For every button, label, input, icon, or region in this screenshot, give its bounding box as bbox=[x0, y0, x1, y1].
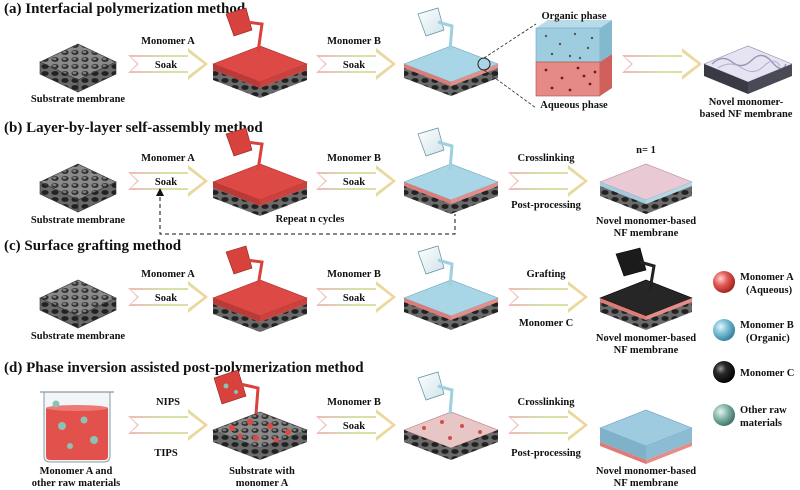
arrow-d1-bottom: TIPS bbox=[154, 448, 178, 459]
pitcher-icon bbox=[417, 7, 454, 51]
pitcher-icon bbox=[225, 127, 264, 171]
result-label-a-2: based NF membrane bbox=[700, 109, 793, 120]
arrow-d1 bbox=[128, 409, 208, 441]
result-membrane-b bbox=[599, 163, 693, 214]
result-label-d-1: Novel monomer-based bbox=[596, 466, 696, 477]
result-label-d-2: NF membrane bbox=[614, 478, 679, 489]
section-d-title: (d) Phase inversion assisted post-polyme… bbox=[4, 360, 364, 376]
arrow-a2 bbox=[316, 48, 396, 80]
arrow-d2-bottom: Soak bbox=[343, 421, 365, 432]
result-membrane-d bbox=[599, 409, 693, 464]
arrow-a3 bbox=[622, 48, 702, 80]
arrow-d2 bbox=[316, 409, 396, 441]
section-a-title: (a) Interfacial polymerization method bbox=[4, 1, 246, 17]
arrow-d3 bbox=[508, 409, 588, 441]
beaker-icon bbox=[40, 391, 114, 463]
result-label-a-1: Novel monomer- bbox=[709, 97, 784, 108]
legend-b-2: (Organic) bbox=[746, 333, 790, 344]
arrow-c2 bbox=[316, 281, 396, 313]
result-label-b-1: Novel monomer-based bbox=[596, 216, 696, 227]
arrow-c3-bottom: Monomer C bbox=[519, 318, 573, 329]
membrane-monomer-a-c bbox=[212, 279, 308, 332]
arrow-a1 bbox=[128, 48, 208, 80]
arrow-b1-top: Monomer A bbox=[141, 153, 195, 164]
arrow-a1-top: Monomer A bbox=[141, 36, 195, 47]
pitcher-icon bbox=[225, 245, 264, 287]
arrow-b2-top: Monomer B bbox=[327, 153, 381, 164]
arrow-b3-top: Crosslinking bbox=[518, 153, 576, 164]
arrow-d1-top: NIPS bbox=[156, 397, 180, 408]
legend-c-1: Monomer C bbox=[740, 368, 794, 379]
membrane-monomer-b-a bbox=[403, 45, 499, 96]
substrate-label-c: Substrate membrane bbox=[31, 331, 126, 342]
arrow-d2-top: Monomer B bbox=[327, 397, 381, 408]
substrate-membrane-c bbox=[39, 279, 117, 329]
arrow-c2-top: Monomer B bbox=[327, 269, 381, 280]
legend-a-2: (Aqueous) bbox=[746, 285, 793, 296]
arrow-c1-top: Monomer A bbox=[141, 269, 195, 280]
result-membrane-c bbox=[599, 279, 693, 330]
legend-raw-1: Other raw bbox=[740, 405, 787, 416]
result-label-c-2: NF membrane bbox=[614, 345, 679, 356]
beaker-label-1: Monomer A and bbox=[40, 466, 113, 477]
arrow-c1-bottom: Soak bbox=[155, 293, 177, 304]
monomer-b-ball-icon bbox=[713, 319, 735, 341]
monomer-c-ball-icon bbox=[713, 361, 735, 383]
membrane-monomer-b-b bbox=[403, 163, 499, 214]
substrate-membrane-a bbox=[39, 43, 117, 93]
arrow-b1-bottom: Soak bbox=[155, 177, 177, 188]
substrate-monomer-label-1: Substrate with bbox=[229, 466, 295, 477]
arrow-b2-bottom: Soak bbox=[343, 177, 365, 188]
arrow-a2-top: Monomer B bbox=[327, 36, 381, 47]
legend-a-1: Monomer A bbox=[740, 272, 794, 283]
arrow-b1 bbox=[128, 165, 208, 197]
arrow-c1 bbox=[128, 281, 208, 313]
substrate-monomer-label-2: monomer A bbox=[236, 478, 289, 489]
arrow-b2 bbox=[316, 165, 396, 197]
organic-phase-label: Organic phase bbox=[541, 11, 606, 22]
arrow-d3-bottom: Post-processing bbox=[511, 448, 582, 459]
phase-interface-cube bbox=[535, 20, 612, 97]
arrow-a2-bottom: Soak bbox=[343, 60, 365, 71]
membrane-monomer-a-a bbox=[212, 45, 308, 98]
legend-b-1: Monomer B bbox=[740, 320, 794, 331]
pitcher-icon bbox=[225, 7, 264, 53]
pitcher-icon bbox=[615, 247, 656, 291]
result-label-b-2: NF membrane bbox=[614, 228, 679, 239]
substrate-with-monomer-a bbox=[212, 411, 308, 460]
pitcher-icon bbox=[417, 371, 454, 415]
membrane-monomer-b-d bbox=[403, 411, 499, 460]
pitcher-icon bbox=[417, 245, 454, 287]
repeat-arrowhead bbox=[156, 188, 164, 196]
arrow-c3-top: Grafting bbox=[526, 269, 566, 280]
arrow-b3-bottom: Post-processing bbox=[511, 200, 582, 211]
result-label-c-1: Novel monomer-based bbox=[596, 333, 696, 344]
arrow-c2-bottom: Soak bbox=[343, 293, 365, 304]
result-membrane-a bbox=[703, 45, 793, 94]
section-b-title: (b) Layer-by-layer self-assembly method bbox=[4, 120, 263, 136]
membrane-monomer-b-c bbox=[403, 279, 499, 330]
aqueous-phase-label: Aqueous phase bbox=[540, 100, 608, 111]
arrow-c3 bbox=[508, 281, 588, 313]
monomer-a-ball-icon bbox=[713, 271, 735, 293]
membrane-monomer-a-b bbox=[212, 163, 308, 216]
other-raw-materials-ball-icon bbox=[713, 404, 735, 426]
repeat-label: Repeat n cycles bbox=[276, 214, 345, 225]
pitcher-icon bbox=[213, 369, 260, 415]
pitcher-icon bbox=[417, 127, 454, 171]
legend-raw-2: materials bbox=[740, 418, 782, 429]
arrow-a1-bottom: Soak bbox=[155, 60, 177, 71]
arrow-b3 bbox=[508, 165, 588, 197]
section-c-title: (c) Surface grafting method bbox=[4, 238, 182, 254]
n-cycles-label: n= 1 bbox=[636, 145, 656, 156]
arrow-d3-top: Crosslinking bbox=[518, 397, 576, 408]
substrate-label-a: Substrate membrane bbox=[31, 94, 126, 105]
substrate-label-b: Substrate membrane bbox=[31, 215, 126, 226]
repeat-loop-line bbox=[159, 190, 456, 235]
beaker-label-2: other raw materials bbox=[32, 478, 120, 489]
substrate-membrane-b bbox=[39, 163, 117, 213]
